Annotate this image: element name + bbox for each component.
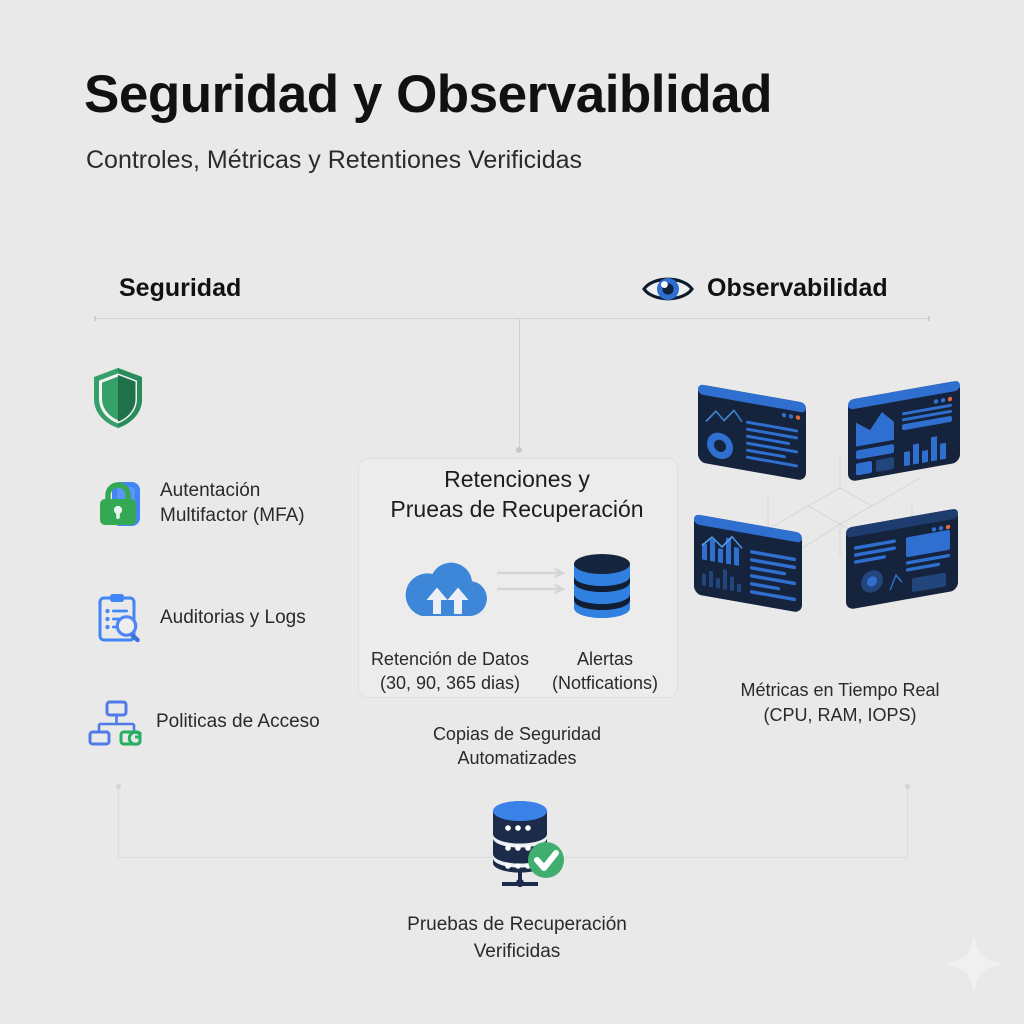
clipboard-search-icon (92, 590, 148, 646)
eye-icon (640, 272, 696, 306)
hierarchy-icon (88, 694, 144, 750)
retention-right-caption: Alertas (Notfications) (551, 649, 659, 694)
backups-caption: Copias de Seguridad Automatizades (432, 724, 602, 769)
retention-left-caption: Retención de Datos (30, 90, 365 dias) (370, 649, 530, 694)
section-heading-observabilidad: Observabilidad (707, 274, 888, 302)
feature-item-mfa[interactable]: Autentación Multifactor (MFA) (92, 476, 305, 532)
center-connector-line (519, 318, 520, 450)
mfa-lock-icon (92, 476, 148, 532)
section-heading-seguridad: Seguridad (119, 274, 242, 302)
metrics-caption: Métricas en Tiempo Real (CPU, RAM, IOPS) (740, 680, 940, 726)
retention-panel-title: Retenciones y Prueas de Recuperación (390, 466, 644, 523)
database-icon (570, 550, 634, 622)
flow-arrow-icon (495, 562, 575, 602)
verified-recovery-caption: Pruebas de Recuperación Verificidas (407, 914, 627, 962)
feature-item-audit-logs[interactable]: Auditorias y Logs (92, 590, 306, 646)
page-title: Seguridad y Observaiblidad (84, 65, 772, 124)
cloud-upload-icon (399, 552, 495, 622)
feature-label: Auditorias y Logs (160, 606, 306, 628)
header-divider-line (94, 316, 930, 321)
shield-icon (90, 366, 146, 430)
center-connector-dot (516, 447, 522, 453)
feature-item-access-policies[interactable]: Politicas de Acceso (88, 694, 320, 750)
feature-label: Politicas de Acceso (156, 710, 320, 732)
page-subtitle: Controles, Métricas y Retentiones Verifi… (86, 146, 583, 174)
sparkle-icon (942, 932, 1006, 996)
feature-label: Autentación Multifactor (MFA) (160, 480, 305, 526)
database-verified-icon (478, 798, 574, 890)
dashboard-grid-icon (690, 378, 990, 648)
